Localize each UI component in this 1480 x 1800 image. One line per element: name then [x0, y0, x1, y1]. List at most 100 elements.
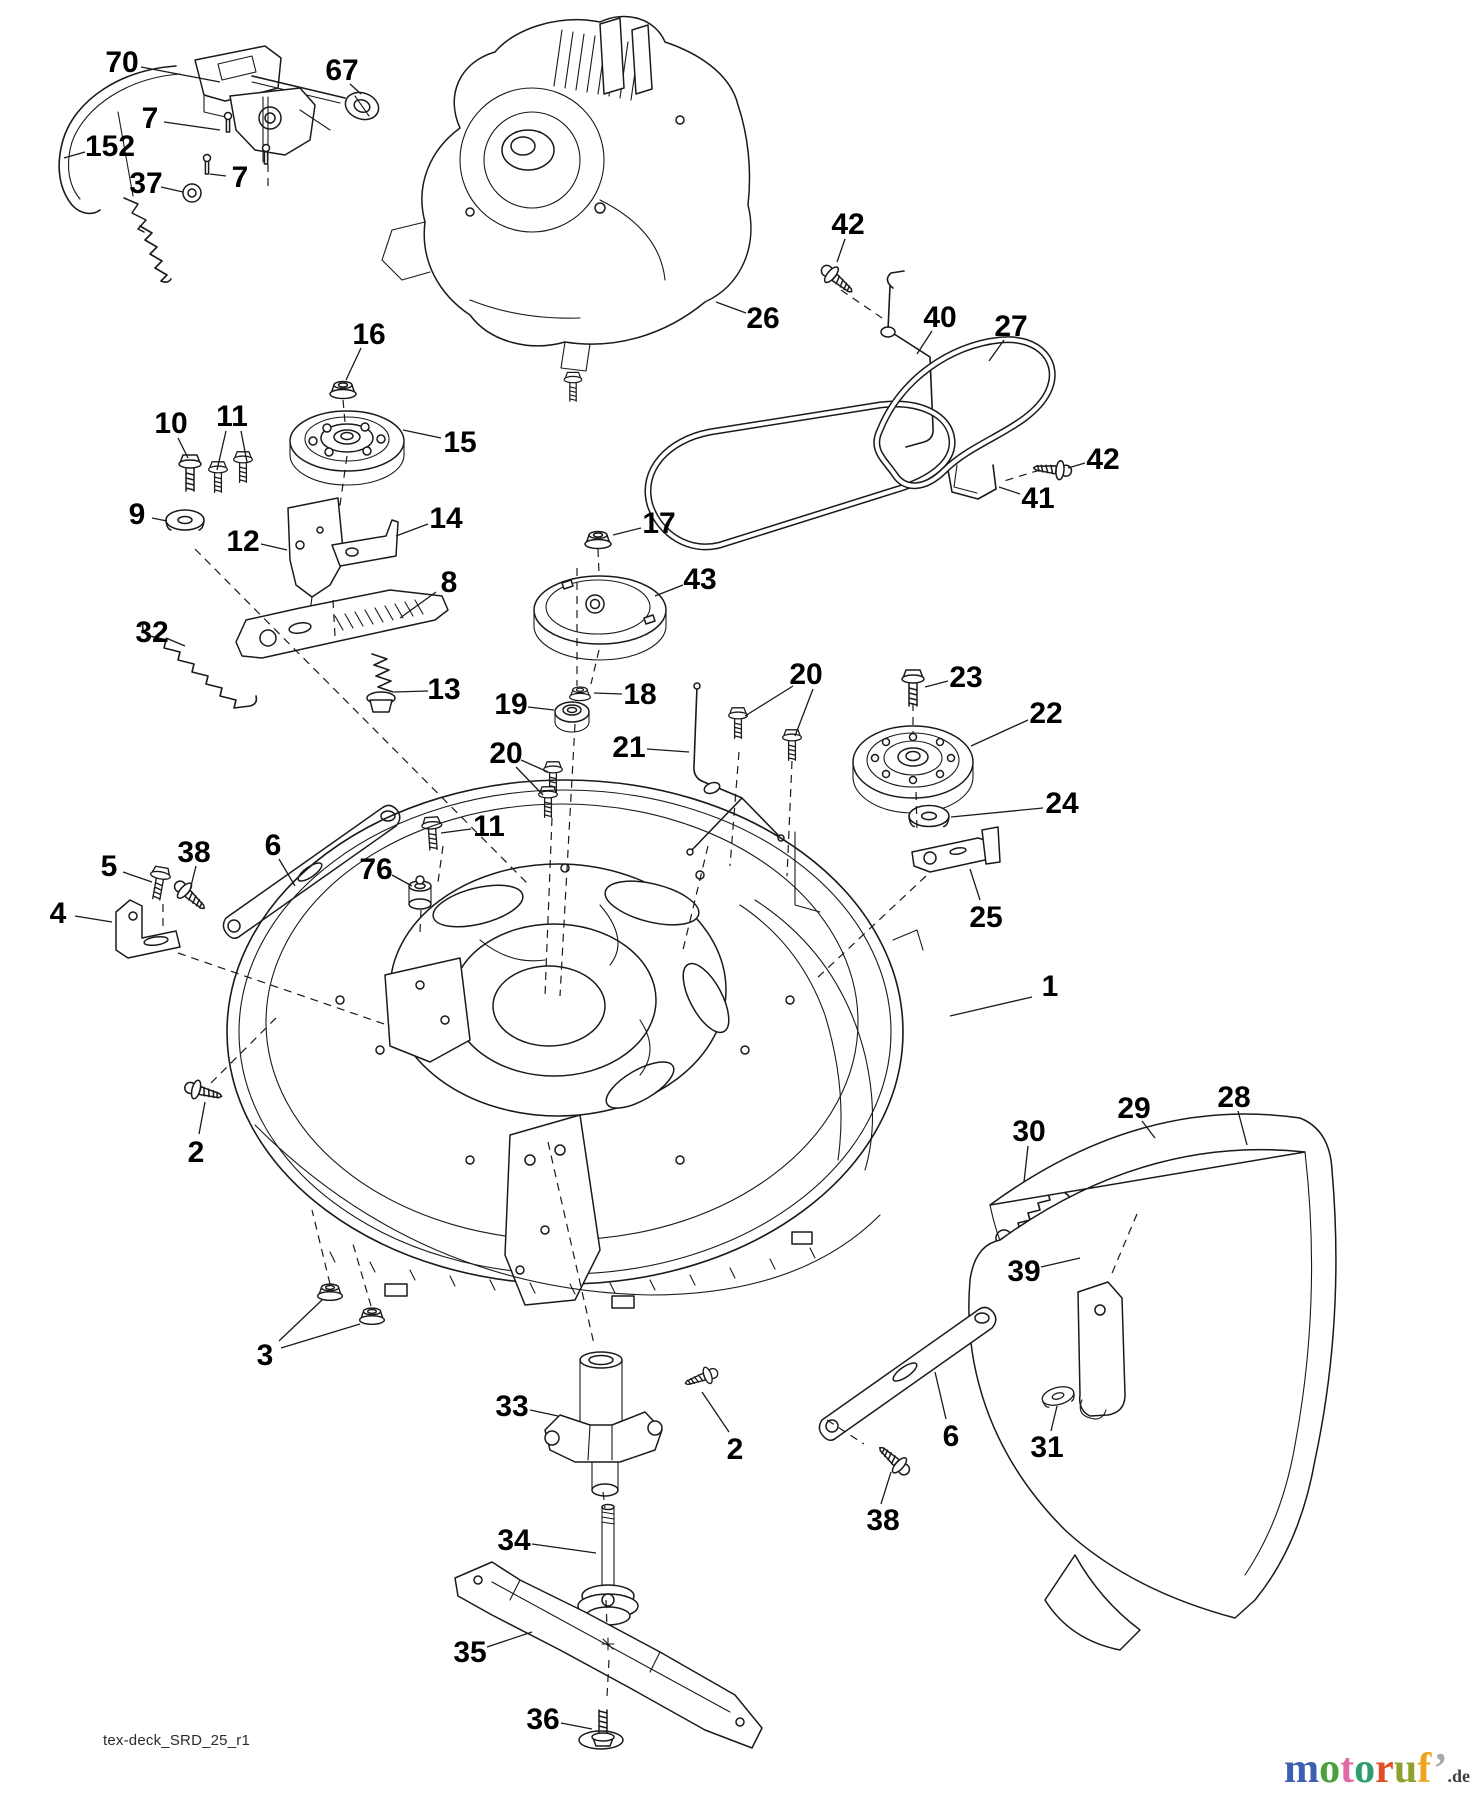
- bolt-38b: [872, 1439, 916, 1481]
- callout-leader-2: [198, 1101, 206, 1135]
- callout-leader-25: [969, 868, 981, 901]
- callout-leader-6: [934, 1371, 947, 1420]
- callout-11: 11: [473, 810, 505, 843]
- washer-9: [165, 509, 205, 531]
- callout-8: 8: [441, 566, 458, 599]
- callout-10: 10: [154, 407, 187, 440]
- callout-76: 76: [359, 853, 392, 886]
- callout-leader-16: [345, 347, 362, 381]
- callout-2: 2: [188, 1136, 205, 1169]
- callout-leader-41: [998, 486, 1021, 495]
- callout-9: 9: [129, 498, 146, 531]
- mandrel-pulley-43: [533, 575, 667, 661]
- deflector-chute-28: [968, 1113, 1337, 1651]
- assembly-axis-dash: [544, 817, 553, 997]
- callout-3: 3: [257, 1339, 274, 1372]
- callout-leader-29: [1141, 1120, 1156, 1139]
- bolt-20: [538, 786, 558, 819]
- callout-leader-18: [593, 692, 623, 695]
- nut-18: [568, 686, 592, 702]
- assembly-axis-dash: [915, 791, 918, 831]
- idler-arm-8: [235, 589, 449, 659]
- callout-leader-17: [612, 527, 642, 536]
- callout-26: 26: [746, 302, 779, 335]
- bolt-2b: [681, 1363, 722, 1393]
- callout-35: 35: [453, 1636, 486, 1669]
- callout-33: 33: [495, 1390, 528, 1423]
- rod-21: [689, 685, 782, 853]
- assembly-axis-dash: [311, 1209, 331, 1285]
- callout-21: 21: [612, 731, 645, 764]
- spindle-housing-33: [544, 1351, 663, 1497]
- callout-27: 27: [994, 310, 1027, 343]
- callout-leader-76: [391, 874, 413, 887]
- callout-leader-27: [988, 339, 1005, 362]
- assembly-axis-dash: [605, 1599, 608, 1629]
- callout-4: 4: [50, 897, 67, 930]
- bolt-2: [181, 1076, 225, 1107]
- callout-leader-20: [744, 685, 794, 717]
- callout-12: 12: [226, 525, 259, 558]
- callout-32: 32: [135, 616, 168, 649]
- bolt-20: [782, 729, 802, 762]
- callout-leader-26: [715, 301, 747, 314]
- assembly-axis-dash: [1109, 1213, 1138, 1279]
- callout-leader-31: [1050, 1405, 1058, 1432]
- callout-1: 1: [1042, 970, 1059, 1003]
- callout-16: 16: [352, 318, 385, 351]
- bracket-4: [115, 899, 181, 959]
- callout-leader-42: [836, 238, 846, 263]
- right-idler-group: [852, 669, 1001, 873]
- callout-leader-34: [531, 1543, 597, 1554]
- screw-42a: [815, 259, 859, 300]
- brand-letter: f: [1417, 1746, 1434, 1792]
- callout-17: 17: [642, 507, 675, 540]
- callout-30: 30: [1012, 1115, 1045, 1148]
- bolt-5: [145, 864, 173, 902]
- deck-housing-1: [181, 779, 924, 1325]
- callout-70: 70: [105, 46, 138, 79]
- assembly-axis-dash: [602, 1491, 606, 1509]
- drive-belt-27: [644, 336, 1056, 551]
- callout-18: 18: [623, 678, 656, 711]
- callout-20: 20: [789, 658, 822, 691]
- callout-2: 2: [727, 1433, 744, 1466]
- brand-letter: ’: [1433, 1746, 1448, 1792]
- callout-40: 40: [923, 301, 956, 334]
- callout-leader-9: [151, 517, 168, 522]
- bolt-23: [901, 669, 925, 707]
- cable-fitting: [123, 197, 147, 233]
- callout-38: 38: [177, 836, 210, 869]
- callout-67: 67: [325, 54, 358, 87]
- callout-leader-7: [209, 173, 227, 177]
- nut-3: [358, 1307, 386, 1325]
- center-pulley-group: [533, 530, 667, 733]
- bracket-12: [287, 497, 345, 598]
- assembly-axis-dash: [338, 455, 348, 513]
- idler-pulley-22: [852, 725, 974, 814]
- callout-leader-21: [646, 748, 690, 753]
- callout-leader-1: [949, 996, 1033, 1017]
- callout-31: 31: [1030, 1431, 1063, 1464]
- blade-bolt-36: [578, 1709, 624, 1750]
- brand-logo: motoruf’.de: [1284, 1748, 1470, 1790]
- brand-letter: t: [1340, 1746, 1355, 1792]
- callout-leader-6: [278, 858, 296, 887]
- bearing-19: [554, 701, 590, 733]
- callout-leader-28: [1237, 1110, 1248, 1146]
- callout-leader-3: [280, 1323, 361, 1349]
- callout-43: 43: [683, 563, 716, 596]
- assembly-axis-dash: [210, 1013, 281, 1084]
- callout-leader-11: [440, 828, 472, 834]
- callout-leader-32: [165, 637, 186, 647]
- clutch-pulley-15: [289, 410, 405, 486]
- callout-15: 15: [443, 426, 476, 459]
- callout-20: 20: [489, 737, 522, 770]
- deck-cover-26: [381, 15, 752, 402]
- callout-leader-43: [654, 584, 684, 597]
- assembly-axis-dash: [332, 599, 336, 637]
- assembly-axis-dash: [786, 760, 793, 877]
- callout-leader-152: [63, 151, 86, 159]
- callout-152: 152: [85, 130, 135, 163]
